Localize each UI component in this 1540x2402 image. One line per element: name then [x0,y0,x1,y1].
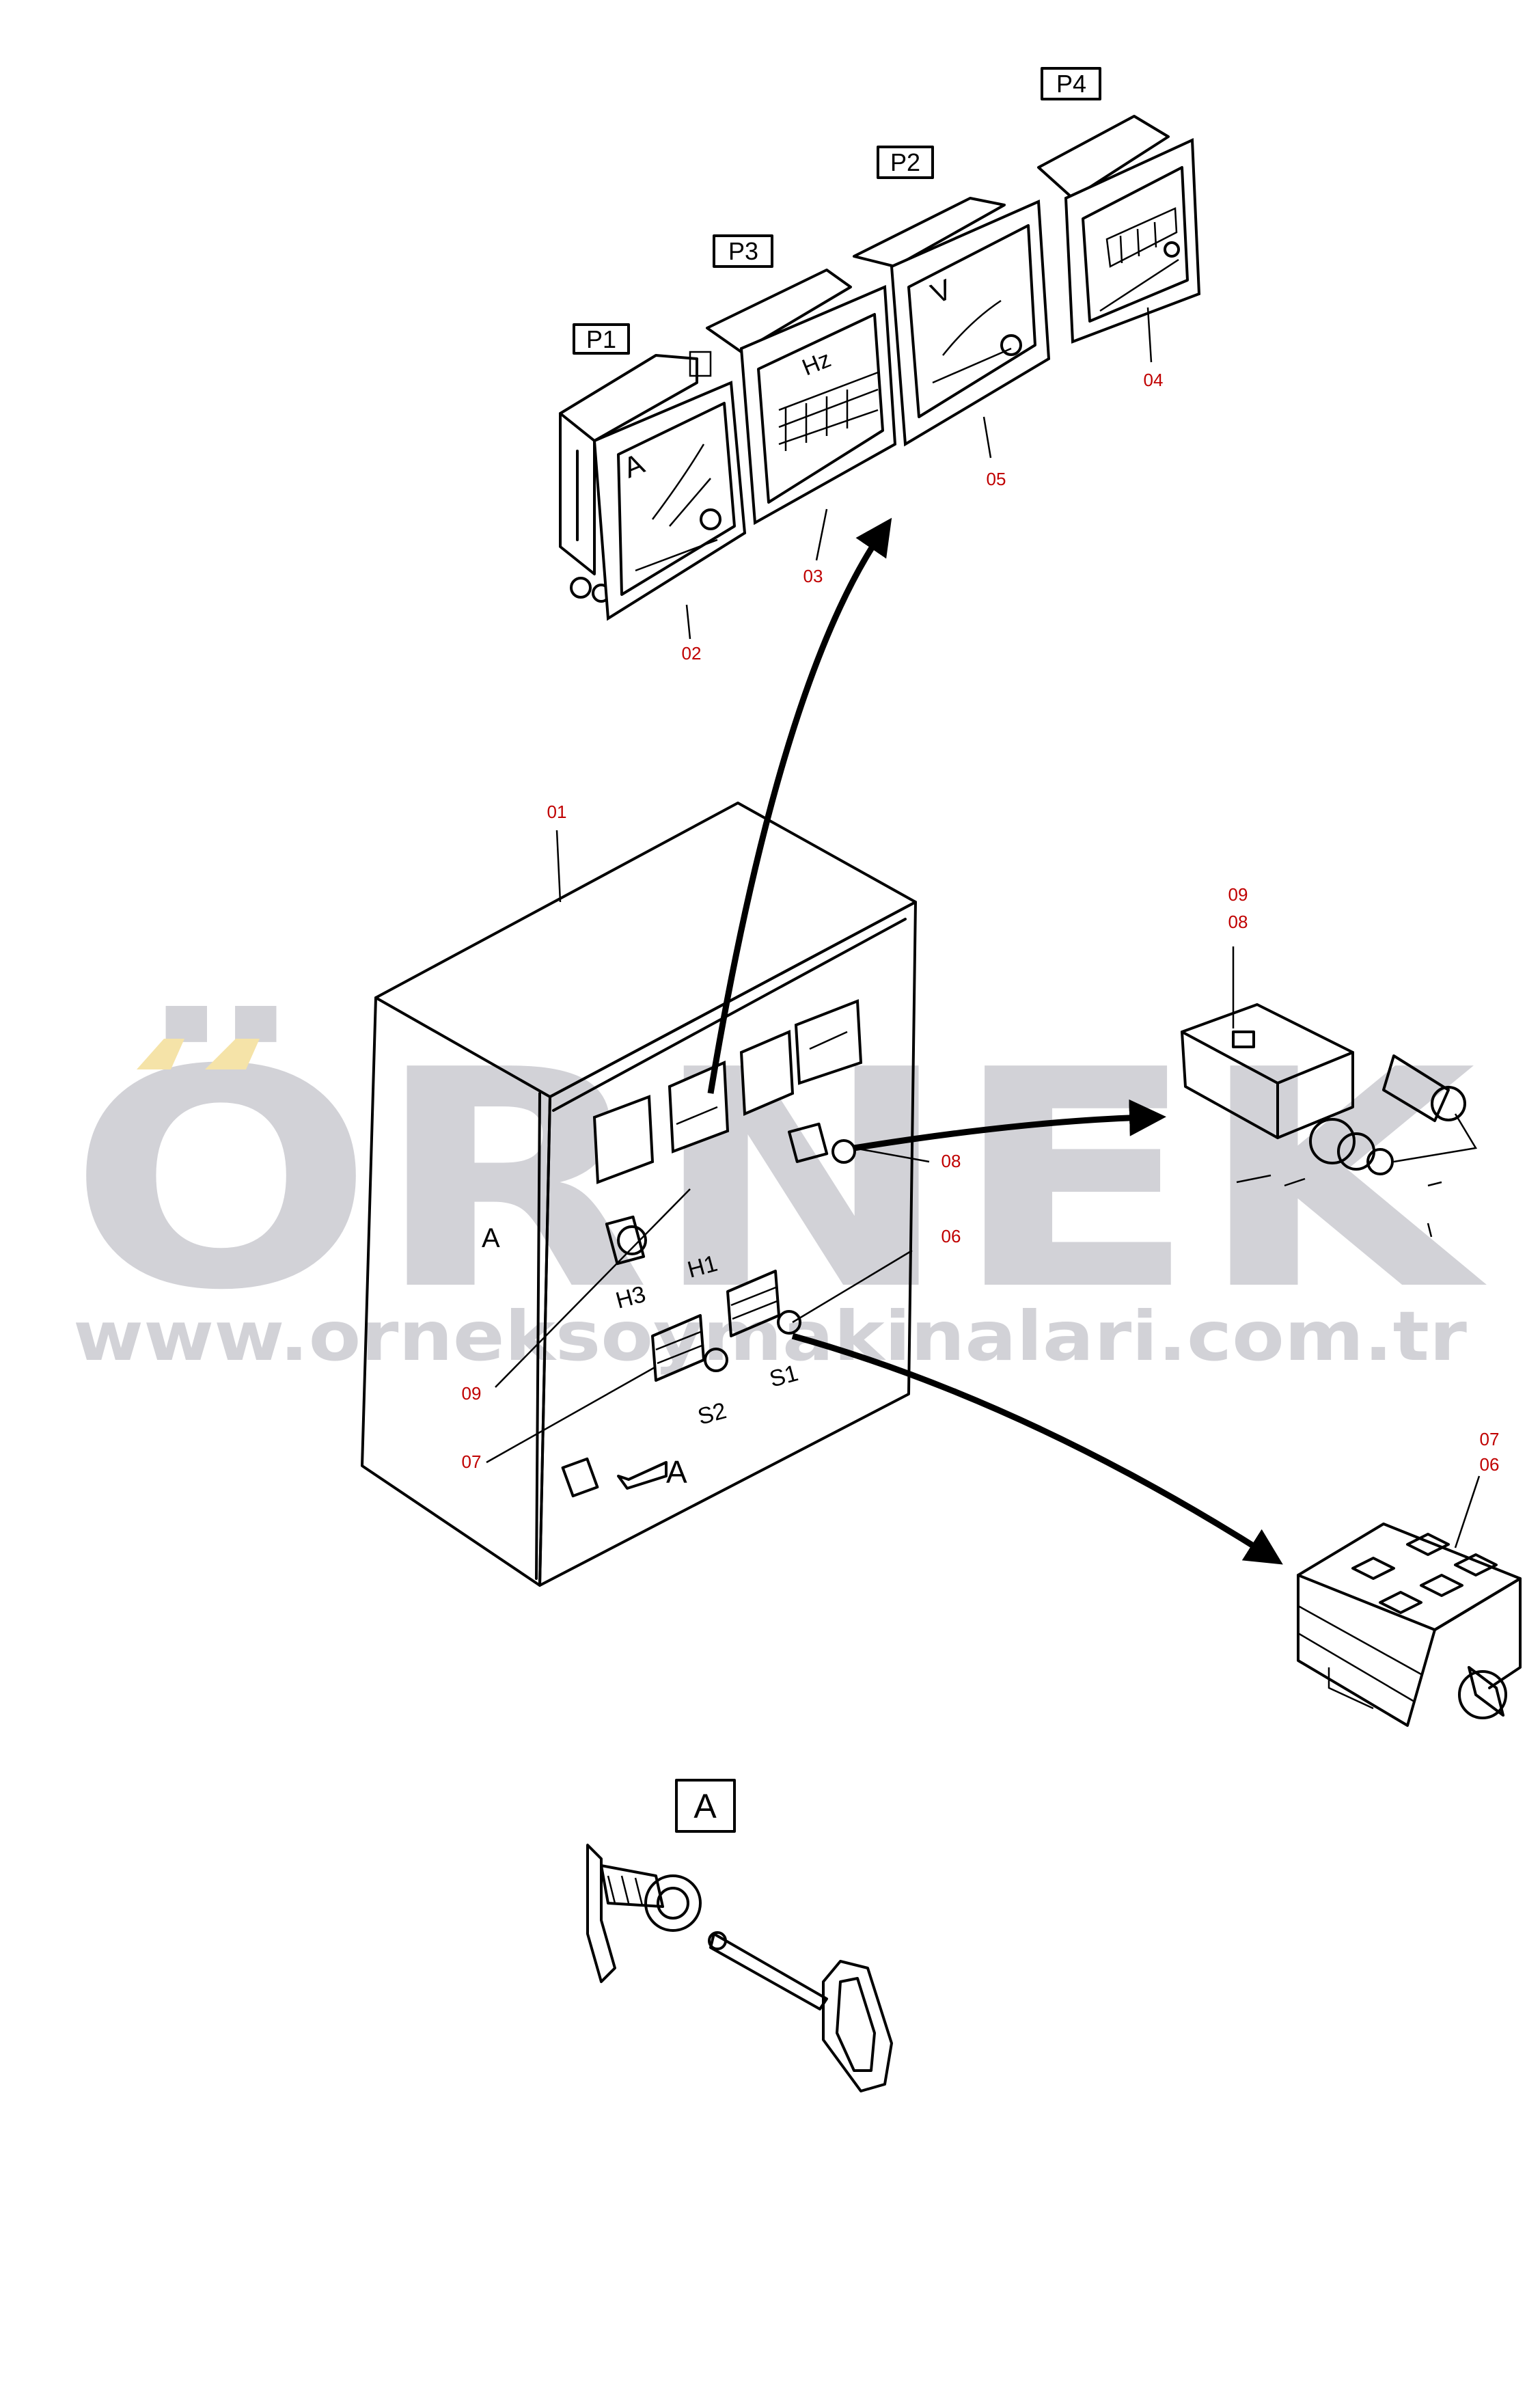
arrow-to-lamp [853,1099,1166,1151]
detail-a-lock-key[interactable]: A [586,1779,893,2092]
watermark-dot-right [205,1039,260,1069]
meter-p3-tag: P3 [728,237,758,265]
meter-p4-tag: P4 [1056,70,1086,98]
callout-08a: 08 [1228,912,1248,932]
callout-07a: 07 [462,1451,482,1472]
detail-a-tag: A [693,1787,717,1825]
h3-indicator[interactable] [617,1225,647,1255]
callout-09b: 09 [462,1383,482,1404]
cabinet-view-a-label: A [666,1454,687,1490]
h-lamp-right[interactable] [831,1139,856,1164]
meter-p2-tag-box [877,146,934,179]
watermark-dot-left [137,1039,184,1069]
meter-p4[interactable]: P4 04 [1037,67,1201,390]
meter-p2-ref: 05 [987,469,1006,489]
callout-09a: 09 [1228,884,1248,905]
meter-p1-tag: P1 [586,325,616,353]
detail-a-tag-box [675,1779,736,1833]
cabinet-meter-1 [592,1095,655,1184]
cabinet-meter-4 [794,999,863,1085]
meter-p2[interactable]: V P2 05 [853,146,1051,489]
cabinet-view-arrow [617,1461,668,1490]
callout-07b: 07 [1480,1429,1500,1449]
meter-p4-ref: 04 [1144,370,1164,390]
meter-p3-ref: 03 [803,566,823,586]
cabinet-door-a-label: A [482,1223,500,1253]
arrow-to-switch [791,1333,1283,1565]
cabinet-ref: 01 [547,802,567,822]
cabinet-callouts: 08 06 09 07 [462,1147,961,1472]
arrow-to-meters [707,517,892,1094]
cabinet-meter-3 [739,1030,795,1116]
meter-p1-tag-box [573,323,630,355]
callout-06a: 06 [941,1226,961,1246]
meter-p2-tag: P2 [890,148,920,176]
callout-06b: 06 [1480,1454,1500,1475]
callout-08b: 08 [941,1151,961,1171]
switch-detail[interactable]: 07 06 [1297,1429,1522,1727]
s1-switch[interactable] [726,1270,780,1337]
meter-p4-tag-box [1041,67,1101,100]
meter-p3[interactable]: Hz P3 03 [706,234,897,586]
lamp-holder-detail[interactable]: 09 08 [1181,884,1478,1238]
s2-label: S2 [695,1397,729,1430]
watermark-url: www.orneksoymakinalari.com.tr [73,1296,1468,1376]
meter-p1[interactable]: A P1 02 [559,323,747,664]
cabinet-lock-icon[interactable] [561,1457,599,1498]
meter-p1-ref: 02 [682,643,702,664]
meter-p3-tag-box [713,234,773,268]
